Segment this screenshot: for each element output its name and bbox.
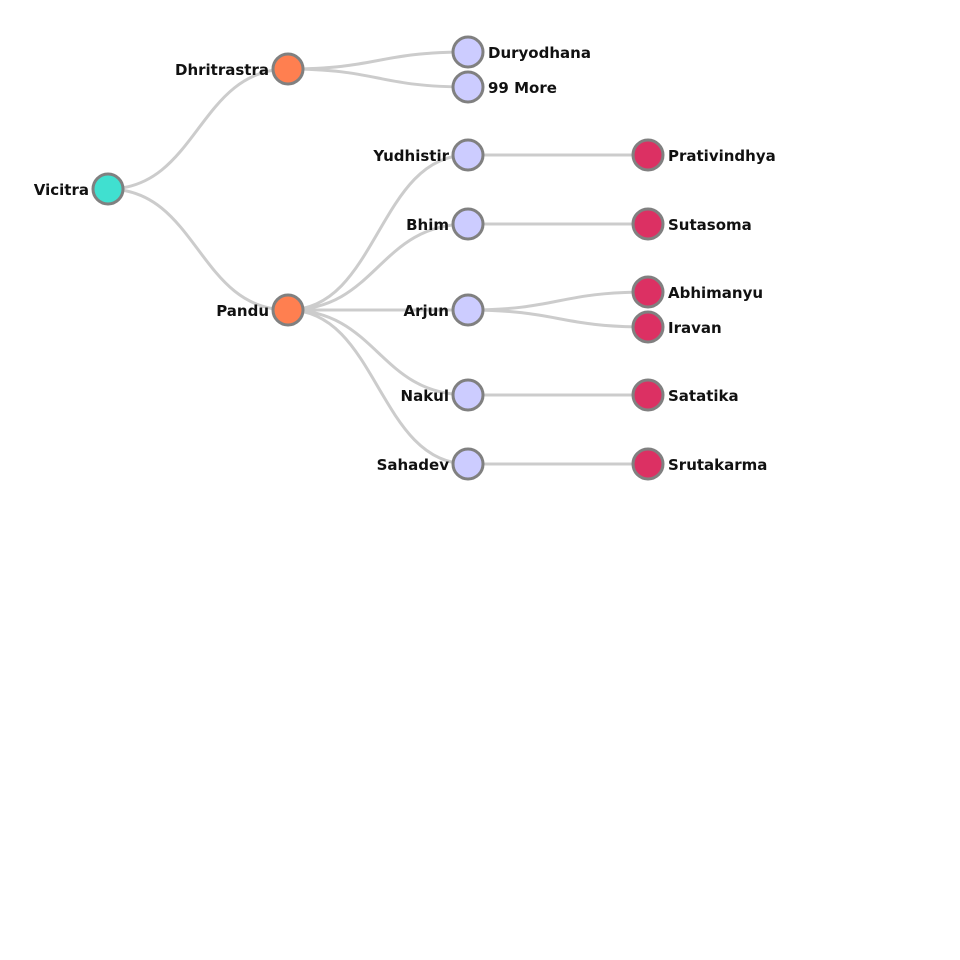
node-label-bhim: Bhim bbox=[406, 216, 449, 234]
node-label-sahadev: Sahadev bbox=[377, 456, 450, 474]
node-label-dhritrastra: Dhritrastra bbox=[175, 61, 269, 79]
tree-node-yudhistir[interactable]: Yudhistir bbox=[372, 138, 485, 172]
node-circle-bhim[interactable] bbox=[451, 207, 485, 241]
node-circle-dhritrastra[interactable] bbox=[271, 52, 305, 86]
tree-node-sahadev[interactable]: Sahadev bbox=[377, 447, 485, 481]
node-circle-satatika[interactable] bbox=[631, 378, 665, 412]
node-label-pandu: Pandu bbox=[216, 302, 269, 320]
tree-node-pandu[interactable]: Pandu bbox=[216, 293, 305, 327]
link-dhritrastra-to-duryodhana bbox=[287, 50, 469, 71]
node-circle-iravan[interactable] bbox=[631, 310, 665, 344]
link-vicitra-to-dhritrastra bbox=[107, 67, 289, 191]
tree-node-bhim[interactable]: Bhim bbox=[406, 207, 485, 241]
link-pandu-to-nakul bbox=[287, 308, 469, 397]
node-label-nakul: Nakul bbox=[401, 387, 449, 405]
tree-node-satatika[interactable]: Satatika bbox=[631, 378, 739, 412]
node-circle-sahadev[interactable] bbox=[451, 447, 485, 481]
tree-node-dhritrastra[interactable]: Dhritrastra bbox=[175, 52, 305, 86]
node-circle-prativindhya[interactable] bbox=[631, 138, 665, 172]
node-label-abhimanyu: Abhimanyu bbox=[668, 284, 763, 302]
node-circle-99-more[interactable] bbox=[451, 70, 485, 104]
node-label-sutasoma: Sutasoma bbox=[668, 216, 752, 234]
node-label-arjun: Arjun bbox=[403, 302, 449, 320]
node-circle-vicitra[interactable] bbox=[91, 172, 125, 206]
link-pandu-to-bhim bbox=[287, 222, 469, 312]
node-circle-sutasoma[interactable] bbox=[631, 207, 665, 241]
tree-node-duryodhana[interactable]: Duryodhana bbox=[451, 35, 591, 69]
tree-node-vicitra[interactable]: Vicitra bbox=[34, 172, 125, 206]
node-circle-duryodhana[interactable] bbox=[451, 35, 485, 69]
tree-node-srutakarma[interactable]: Srutakarma bbox=[631, 447, 767, 481]
tree-links bbox=[107, 50, 649, 466]
tree-nodes: Vicitra Dhritrastra Duryodhana 99 MorePandu… bbox=[34, 35, 776, 481]
link-pandu-to-sahadev bbox=[287, 308, 469, 466]
tree-node-arjun[interactable]: Arjun bbox=[403, 293, 485, 327]
node-circle-srutakarma[interactable] bbox=[631, 447, 665, 481]
node-label-yudhistir: Yudhistir bbox=[372, 147, 449, 165]
node-label-prativindhya: Prativindhya bbox=[668, 147, 776, 165]
tree-node-prativindhya[interactable]: Prativindhya bbox=[631, 138, 776, 172]
node-label-srutakarma: Srutakarma bbox=[668, 456, 767, 474]
node-label-duryodhana: Duryodhana bbox=[488, 44, 591, 62]
node-label-satatika: Satatika bbox=[668, 387, 739, 405]
node-label-vicitra: Vicitra bbox=[34, 181, 89, 199]
tree-node-99-more[interactable]: 99 More bbox=[451, 70, 557, 104]
tree-node-iravan[interactable]: Iravan bbox=[631, 310, 722, 344]
link-arjun-to-iravan bbox=[467, 308, 649, 329]
tree-node-nakul[interactable]: Nakul bbox=[401, 378, 485, 412]
link-arjun-to-abhimanyu bbox=[467, 290, 649, 312]
node-circle-arjun[interactable] bbox=[451, 293, 485, 327]
link-pandu-to-yudhistir bbox=[287, 153, 469, 312]
node-circle-pandu[interactable] bbox=[271, 293, 305, 327]
tree-node-sutasoma[interactable]: Sutasoma bbox=[631, 207, 752, 241]
link-dhritrastra-to-99-more bbox=[287, 67, 469, 89]
node-circle-yudhistir[interactable] bbox=[451, 138, 485, 172]
link-vicitra-to-pandu bbox=[107, 187, 289, 312]
tree-node-abhimanyu[interactable]: Abhimanyu bbox=[631, 275, 763, 309]
node-label-99-more: 99 More bbox=[488, 79, 557, 97]
node-label-iravan: Iravan bbox=[668, 319, 722, 337]
node-circle-nakul[interactable] bbox=[451, 378, 485, 412]
node-circle-abhimanyu[interactable] bbox=[631, 275, 665, 309]
